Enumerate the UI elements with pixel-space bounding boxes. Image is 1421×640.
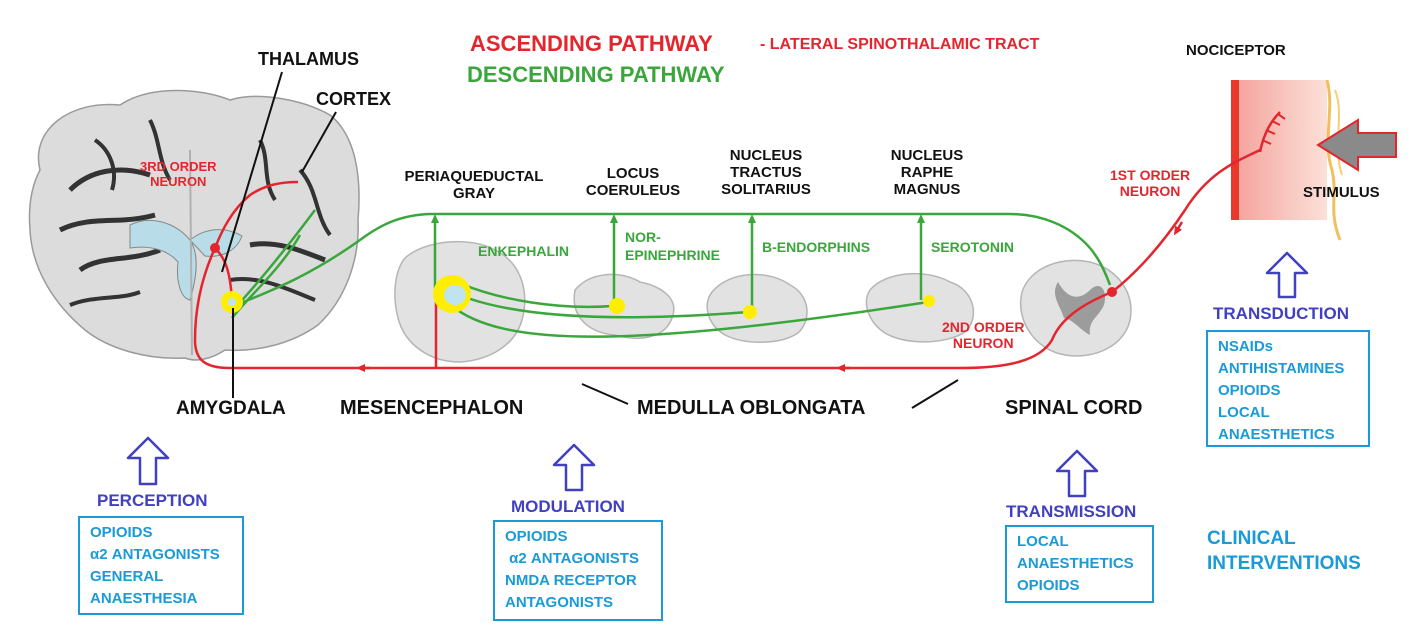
perception-interventions-box: OPIOIDS α2 ANTAGONISTS GENERAL ANAESTHES… [78, 516, 244, 615]
perception-item: ANAESTHESIA [90, 590, 198, 607]
nociceptor-label: NOCICEPTOR [1186, 42, 1286, 59]
brain-section [28, 89, 360, 361]
third-order-neuron-line-2: NEURON [150, 173, 207, 189]
first-order-neuron-line-2: NEURON [1119, 182, 1181, 199]
ascending-pathway [193, 148, 1261, 372]
first-order-neuron-label: 1ST ORDER NEURON [1110, 167, 1191, 199]
modulation-interventions-box: OPIOIDS α2 ANTAGONISTS NMDA RECEPTOR ANT… [493, 520, 663, 621]
transmission-interventions-box: LOCAL ANAESTHETICS OPIOIDS [1005, 525, 1154, 603]
tractus-solitarius-label: NUCLEUS TRACTUS SOLITARIUS [711, 147, 821, 198]
transmission-item: OPIOIDS [1017, 577, 1080, 594]
cortex-pointer [301, 111, 337, 173]
second-order-neuron-line-1: 2ND ORDER [942, 319, 1025, 335]
spinal-cord-label: SPINAL CORD [1005, 397, 1143, 419]
third-order-neuron-label: 3RD ORDER NEURON [140, 159, 217, 189]
locus-coeruleus-line-2: COERULEUS [585, 181, 681, 199]
enkephalin-label: ENKEPHALIN [478, 243, 570, 259]
medulla-section-2 [706, 273, 808, 343]
third-order-neuron-line-1: 3RD ORDER [140, 159, 217, 174]
norepinephrine-line-2: EPINEPHRINE [625, 247, 720, 264]
legend-descending: DESCENDING PATHWAY [467, 62, 725, 87]
tractus-solitarius-nucleus [743, 305, 757, 319]
periaqueductal-gray-line-1: PERIAQUEDUCTAL [404, 168, 544, 185]
transduction-item: ANTIHISTAMINES [1218, 360, 1345, 377]
medulla-label: MEDULLA OBLONGATA [637, 397, 866, 419]
perception-arrow-icon [126, 436, 170, 486]
transmission-item: LOCAL [1017, 533, 1069, 550]
perception-item: OPIOIDS [90, 524, 153, 541]
transduction-item: NSAIDs [1218, 338, 1274, 355]
transmission-item: ANAESTHETICS [1017, 555, 1134, 572]
tractus-solitarius-line-1: NUCLEUS [729, 147, 803, 164]
modulation-arrow-icon [552, 443, 596, 492]
transmission-arrow-icon [1055, 449, 1099, 498]
skin-nociceptor [1231, 79, 1343, 241]
periaqueductal-gray-label: PERIAQUEDUCTAL GRAY [399, 168, 549, 203]
periaqueductal-gray-line-2: GRAY [453, 184, 495, 202]
raphe-magnus-label: NUCLEUS RAPHE MAGNUS [877, 147, 977, 198]
modulation-label: MODULATION [511, 497, 625, 516]
norepinephrine-label: NOR- EPINEPHRINE [625, 228, 720, 264]
clinical-interventions-line-2: INTERVENTIONS [1207, 552, 1361, 574]
transduction-item: OPIOIDS [1218, 382, 1281, 399]
modulation-item: NMDA RECEPTOR [505, 572, 637, 589]
raphe-magnus-line-3: MAGNUS [893, 180, 961, 198]
first-order-neuron-line-1: 1ST ORDER [1110, 167, 1191, 183]
stimulus-label: STIMULUS [1303, 184, 1380, 201]
raphe-magnus-line-2: RAPHE [900, 163, 954, 181]
spinal-synapse-dot [1107, 287, 1117, 297]
serotonin-label: SEROTONIN [931, 239, 1014, 255]
clinical-interventions-label: CLINICAL INTERVENTIONS [1207, 527, 1361, 576]
modulation-item: OPIOIDS [505, 528, 568, 545]
cortex-label: CORTEX [316, 89, 392, 109]
b-endorphins-label: B-ENDORPHINS [762, 239, 871, 255]
modulation-item: ANTAGONISTS [505, 594, 614, 611]
perception-label: PERCEPTION [97, 491, 208, 510]
thalamus-label: THALAMUS [258, 49, 359, 69]
second-order-neuron-line-2: NEURON [952, 334, 1014, 351]
transduction-label: TRANSDUCTION [1213, 304, 1349, 323]
transduction-interventions-box: NSAIDs ANTIHISTAMINES OPIOIDS LOCAL ANAE… [1206, 330, 1370, 447]
amygdala-label: AMYGDALA [176, 398, 286, 419]
medulla-pointer-right [911, 379, 959, 409]
spinal-cord-section [1019, 259, 1132, 357]
clinical-interventions-line-1: CLINICAL [1207, 528, 1296, 549]
transduction-arrow-icon [1265, 251, 1309, 299]
transduction-item: LOCAL [1218, 404, 1270, 421]
thalamus-synapse-dot [210, 243, 220, 253]
modulation-item: α2 ANTAGONISTS [505, 550, 639, 567]
transmission-label: TRANSMISSION [1006, 502, 1137, 521]
transduction-item: ANAESTHETICS [1218, 426, 1335, 443]
perception-item: α2 ANTAGONISTS [90, 546, 220, 563]
raphe-magnus-nucleus [923, 295, 935, 307]
perception-item: GENERAL [90, 568, 164, 585]
periaqueductal-gray-nucleus [433, 275, 471, 313]
mesencephalon-label: MESENCEPHALON [340, 397, 524, 419]
stimulus-arrow-icon [1316, 118, 1397, 172]
thalamus-pointer [221, 71, 283, 273]
tractus-solitarius-line-3: SOLITARIUS [721, 180, 811, 198]
legend-ascending: ASCENDING PATHWAY [470, 31, 713, 56]
locus-coeruleus-nucleus [609, 298, 625, 314]
locus-coeruleus-line-1: LOCUS [606, 165, 660, 182]
tractus-solitarius-line-2: TRACTUS [730, 163, 802, 181]
raphe-magnus-line-1: NUCLEUS [890, 147, 964, 164]
norepinephrine-line-1: NOR- [625, 229, 661, 245]
legend-ascending-tract: - LATERAL SPINOTHALAMIC TRACT [760, 36, 1040, 53]
locus-coeruleus-label: LOCUS COERULEUS [578, 165, 688, 200]
second-order-neuron-label: 2ND ORDER NEURON [942, 319, 1025, 351]
medulla-pointer-left [581, 383, 629, 405]
amygdala-nucleus [221, 291, 243, 313]
